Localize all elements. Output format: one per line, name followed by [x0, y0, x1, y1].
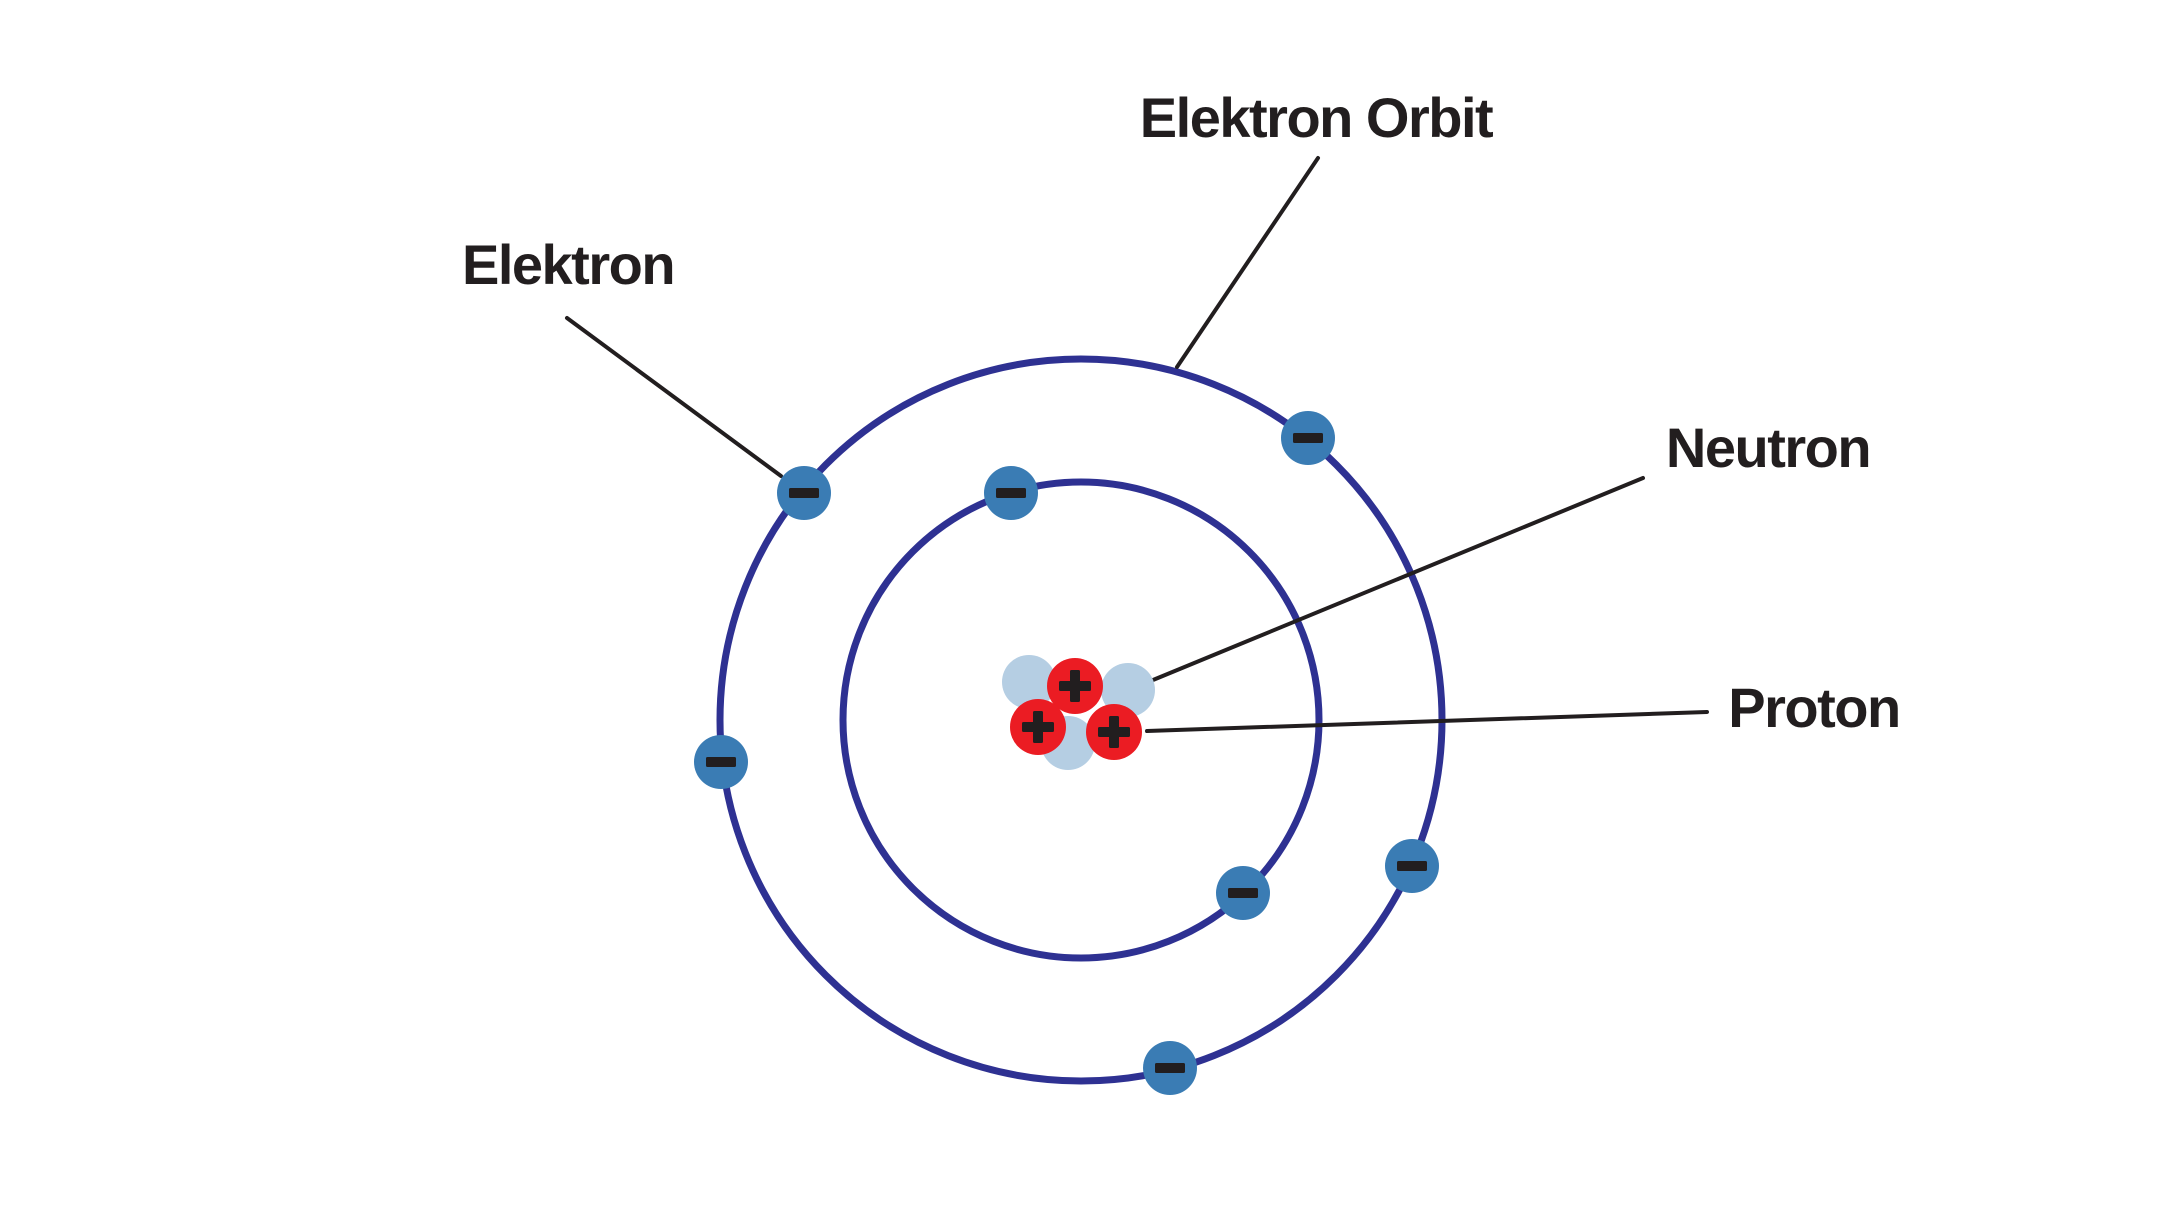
minus-icon: [1155, 1063, 1185, 1073]
label-proton: Proton: [1728, 676, 1899, 739]
label-leader-lines: [565, 156, 1709, 733]
leader-line-proton: [1145, 710, 1709, 733]
minus-icon: [789, 488, 819, 498]
neutron-particle: [1002, 655, 1056, 709]
minus-icon: [1397, 861, 1427, 871]
leader-line-elektron-orbit: [1175, 156, 1320, 369]
minus-icon: [1228, 888, 1258, 898]
label-elektron-orbit: Elektron Orbit: [1140, 86, 1493, 149]
electron-particle: [694, 735, 748, 789]
orbit-inner: [839, 478, 1323, 962]
electron-particle: [1143, 1041, 1197, 1095]
neutron-particle: [1101, 663, 1155, 717]
electron-particle: [1385, 839, 1439, 893]
labels: Elektron Orbit Elektron Neutron Proton: [462, 86, 1901, 739]
electron-particle: [1281, 411, 1335, 465]
label-elektron: Elektron: [462, 233, 674, 296]
minus-icon: [706, 757, 736, 767]
plus-icon: [1070, 670, 1080, 702]
leader-line-elektron: [565, 316, 783, 478]
plus-icon: [1109, 716, 1119, 748]
proton-particle: [1047, 658, 1103, 714]
plus-icon: [1033, 711, 1043, 743]
nucleus: [1002, 655, 1155, 770]
electrons: [694, 411, 1439, 1095]
electron-particle: [984, 466, 1038, 520]
minus-icon: [1293, 433, 1323, 443]
electron-particle: [777, 466, 831, 520]
electron-particle: [1216, 866, 1270, 920]
leader-line-neutron: [1151, 476, 1645, 682]
label-neutron: Neutron: [1666, 416, 1870, 479]
minus-icon: [996, 488, 1026, 498]
proton-particle: [1086, 704, 1142, 760]
proton-particle: [1010, 699, 1066, 755]
